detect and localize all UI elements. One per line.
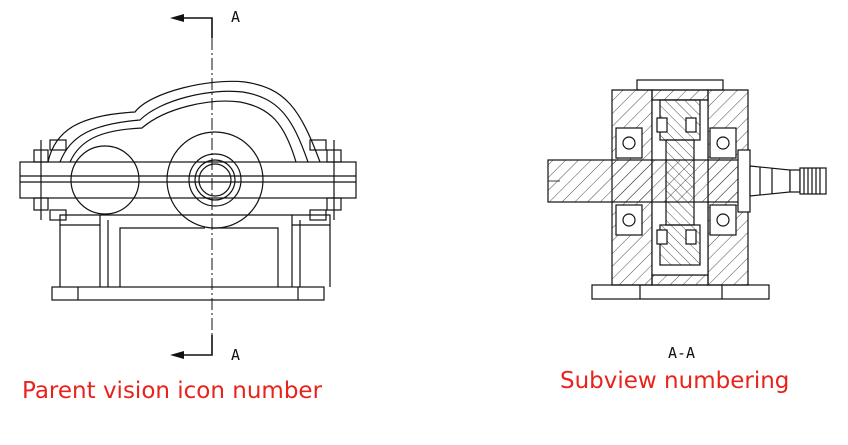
section-view-a-a: [547, 79, 827, 300]
parent-view-caption: Parent vision icon number: [22, 378, 323, 404]
section-cut-line: [170, 14, 213, 359]
section-letter-top: A: [231, 8, 241, 26]
gearbox-front-view: [19, 80, 357, 301]
subview-caption: Subview numbering: [560, 368, 790, 394]
section-letter-bottom: A: [231, 346, 241, 364]
section-view-label: A-A: [668, 344, 696, 362]
